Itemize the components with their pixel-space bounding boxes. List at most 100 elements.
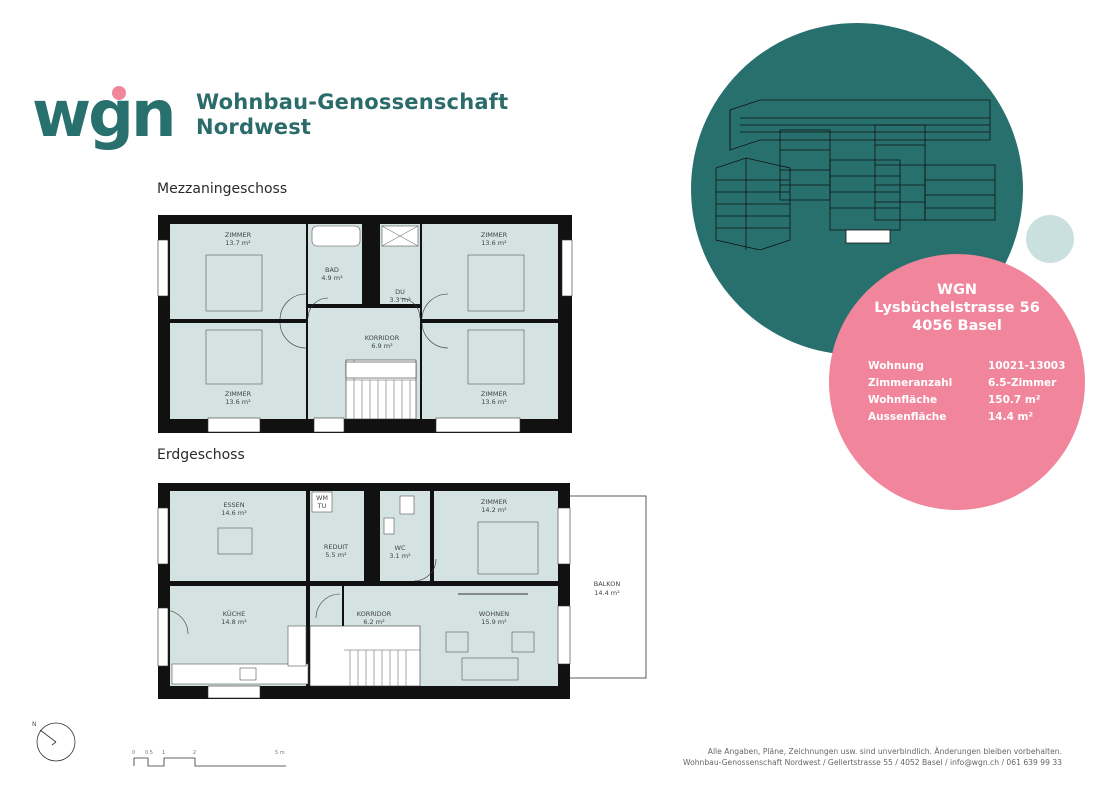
bed-icon [205, 329, 263, 385]
svg-text:14.4 m²: 14.4 m² [594, 589, 620, 597]
stove-icon [287, 625, 307, 667]
logo-wordmark: wgn [32, 84, 174, 152]
wgn-logo: wgn [32, 84, 177, 152]
armchair-icon [511, 631, 535, 653]
ground-floor-title: Erdgeschoss [157, 447, 245, 463]
svg-text:6.9 m²: 6.9 m² [371, 342, 393, 350]
balcony-outline [567, 495, 647, 679]
svg-text:6.2 m²: 6.2 m² [363, 618, 385, 626]
svg-text:REDUIT: REDUIT [324, 543, 348, 551]
door-opening [157, 607, 169, 667]
mezz-room-labels: ZIMMER 13.7 m² BAD 4.9 m² DU 3.3 m² ZIMM… [225, 231, 508, 406]
organization-name-line1: Wohnbau-Genossenschaft [196, 90, 509, 114]
mezz-room-zimmer-se [422, 323, 558, 419]
mezz-room-zimmer-sw [170, 323, 306, 419]
info-circle [829, 254, 1085, 510]
svg-text:DU: DU [395, 288, 405, 296]
info-row: Aussenfläche 14.4 m² [868, 411, 1034, 423]
ground-room-zimmer [434, 491, 558, 581]
property-street: Lysbüchelstrasse 56 [874, 300, 1040, 316]
property-city: 4056 Basel [912, 318, 1002, 334]
window [435, 417, 521, 433]
svg-text:TU: TU [317, 502, 327, 510]
window [207, 417, 261, 433]
window [313, 417, 345, 433]
svg-text:13.6 m²: 13.6 m² [481, 398, 507, 406]
svg-text:13.6 m²: 13.6 m² [481, 239, 507, 247]
svg-text:15.9 m²: 15.9 m² [481, 618, 507, 626]
svg-text:BALKON: BALKON [594, 580, 621, 588]
window [157, 507, 169, 565]
footer-disclaimer: Alle Angaben, Pläne, Zeichnungen usw. si… [683, 746, 1062, 768]
window [557, 507, 571, 565]
footer-line1: Alle Angaben, Pläne, Zeichnungen usw. si… [707, 747, 1062, 756]
building-isometric-icon [715, 99, 996, 250]
svg-text:0: 0 [132, 750, 135, 756]
sink-icon [239, 667, 257, 681]
svg-text:3.1 m²: 3.1 m² [389, 552, 411, 560]
svg-text:3.3 m²: 3.3 m² [389, 296, 411, 304]
svg-text:BAD: BAD [325, 266, 339, 274]
svg-text:13.7 m²: 13.7 m² [225, 239, 251, 247]
mezzanine-floor-plan: ZIMMER 13.7 m² BAD 4.9 m² DU 3.3 m² ZIMM… [157, 215, 573, 433]
info-row: Wohnfläche 150.7 m² [868, 394, 1041, 406]
property-address: WGN Lysbüchelstrasse 56 4056 Basel [829, 281, 1085, 335]
svg-text:2: 2 [193, 750, 196, 756]
svg-text:1: 1 [162, 750, 165, 756]
svg-text:ZIMMER: ZIMMER [481, 390, 508, 398]
north-arrow-icon: N [32, 721, 76, 762]
svg-text:0.5: 0.5 [145, 750, 153, 756]
selected-unit-marker [845, 229, 891, 244]
wm-tu-box [311, 491, 333, 513]
mezzanine-title: Mezzaningeschoss [157, 181, 288, 197]
svg-text:KORRIDOR: KORRIDOR [365, 334, 400, 342]
armchair-icon [445, 631, 469, 653]
bed-icon [467, 329, 525, 385]
toilet-icon [383, 517, 395, 535]
logo-dot [112, 86, 126, 100]
window [157, 239, 169, 297]
sofa-icon [461, 657, 519, 681]
organization-name-line2: Nordwest [196, 115, 312, 139]
wc-sink-icon [399, 495, 415, 515]
ground-stairs [309, 625, 421, 687]
scale-bar: 0 0.5 1 2 5 m [132, 750, 286, 767]
bed-icon [205, 254, 263, 312]
ground-floor-plan: WM TU ESSEN 14.6 m² REDUIT 5.5 m² WC 3.1… [157, 483, 647, 699]
bathtub-icon [311, 225, 361, 247]
svg-text:4.9 m²: 4.9 m² [321, 274, 343, 282]
svg-text:14.6 m²: 14.6 m² [221, 509, 247, 517]
bed-icon [467, 254, 525, 312]
svg-text:5.5 m²: 5.5 m² [325, 551, 347, 559]
organization-name: Wohnbau-Genossenschaft Nordwest [196, 90, 508, 140]
svg-text:ZIMMER: ZIMMER [481, 231, 508, 239]
bed-icon [477, 521, 539, 575]
north-label: N [32, 721, 37, 728]
svg-text:ZIMMER: ZIMMER [225, 390, 252, 398]
svg-text:ZIMMER: ZIMMER [481, 498, 508, 506]
info-row: Wohnung 10021-13003 [868, 360, 1066, 372]
svg-text:KÜCHE: KÜCHE [223, 609, 245, 618]
svg-text:13.6 m²: 13.6 m² [225, 398, 251, 406]
svg-text:14.8 m²: 14.8 m² [221, 618, 247, 626]
footer-line2: Wohnbau-Genossenschaft Nordwest / Geller… [683, 758, 1062, 767]
light-dot [1026, 215, 1074, 263]
svg-text:WM: WM [316, 494, 328, 502]
dining-table-icon [217, 527, 253, 555]
svg-text:ZIMMER: ZIMMER [225, 231, 252, 239]
window [207, 685, 261, 699]
apartment-info-table: Wohnung 10021-13003 Zimmeranzahl 6.5-Zim… [868, 360, 1088, 428]
mezz-room-zimmer-ne [422, 224, 558, 319]
mezz-room-zimmer-nw [170, 224, 306, 319]
window [561, 239, 573, 297]
svg-text:14.2 m²: 14.2 m² [481, 506, 507, 514]
info-row: Zimmeranzahl 6.5-Zimmer [868, 377, 1057, 389]
ground-room-labels: ESSEN 14.6 m² REDUIT 5.5 m² WC 3.1 m² ZI… [221, 498, 620, 626]
svg-text:WC: WC [395, 544, 406, 552]
balcony-door [557, 605, 571, 665]
svg-text:WOHNEN: WOHNEN [479, 610, 509, 618]
property-name: WGN [936, 282, 978, 298]
ground-room-essen [170, 491, 306, 581]
svg-text:ESSEN: ESSEN [223, 501, 244, 509]
svg-text:KORRIDOR: KORRIDOR [357, 610, 392, 618]
